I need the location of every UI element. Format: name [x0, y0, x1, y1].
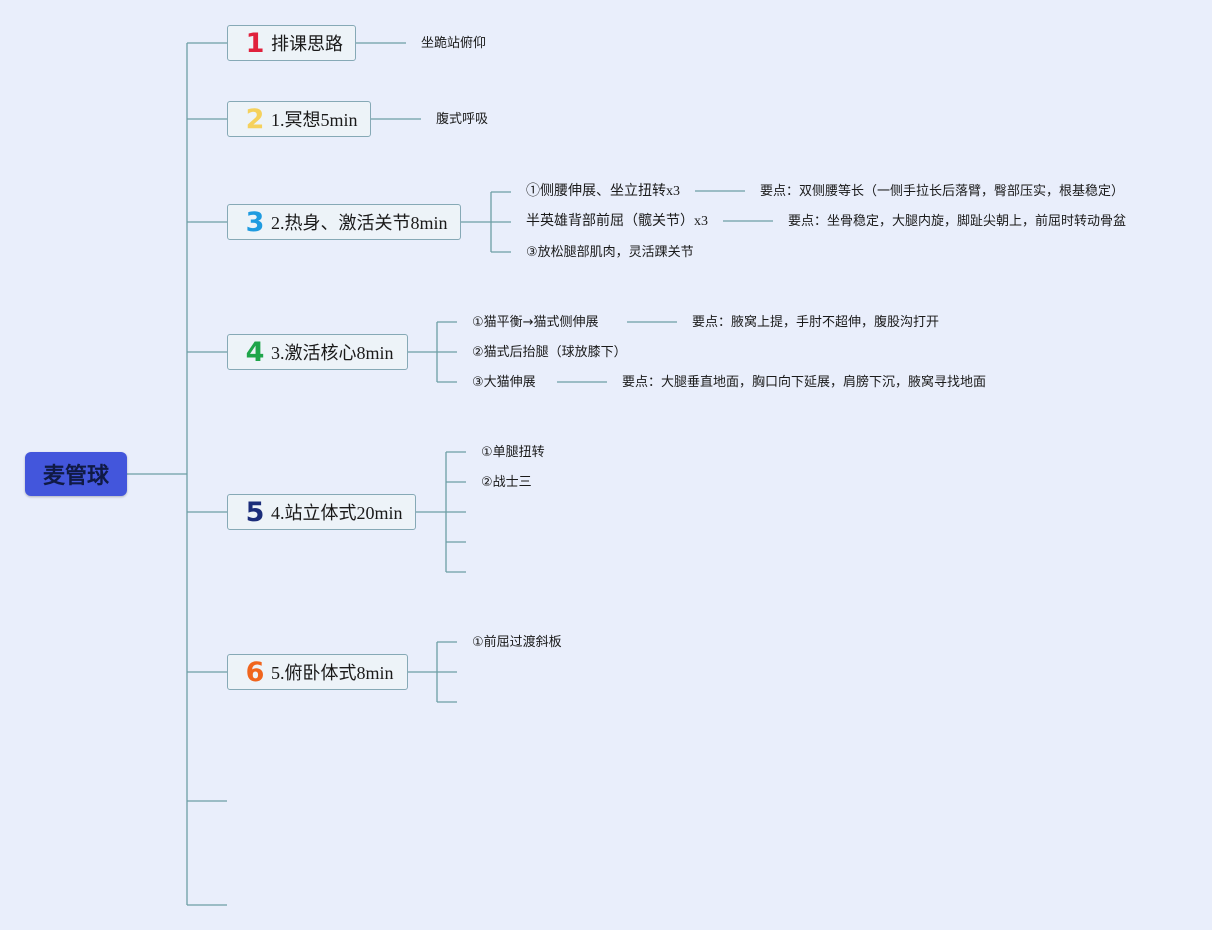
number-5-icon: 5 [245, 496, 265, 528]
number-1-icon: 1 [245, 27, 265, 59]
topic-standing[interactable]: 5 4.站立体式20min [227, 494, 416, 530]
number-3-icon: 3 [245, 206, 265, 238]
subtopic-big-cat[interactable]: ③大猫伸展 [472, 375, 536, 390]
number-4-icon: 4 [245, 336, 265, 368]
topic-prone[interactable]: 6 5.俯卧体式8min [227, 654, 408, 690]
note-meditation[interactable]: 腹式呼吸 [436, 112, 489, 127]
topic-meditation[interactable]: 2 1.冥想5min [227, 101, 371, 137]
subtopic-warrior-three[interactable]: ②战士三 [481, 475, 532, 490]
topic-course-plan[interactable]: 1 排课思路 [227, 25, 356, 61]
topic-label: 排课思路 [271, 34, 343, 54]
subtopic-relax-legs[interactable]: ③放松腿部肌肉，灵活踝关节 [526, 245, 694, 260]
topic-warmup[interactable]: 3 2.热身、激活关节8min [227, 204, 461, 240]
number-6-icon: 6 [245, 656, 265, 688]
subtopic-side-stretch[interactable]: ①侧腰伸展、坐立扭转x3 [526, 184, 680, 199]
subtopic-cat-leg-lift[interactable]: ②猫式后抬腿（球放膝下） [472, 345, 627, 360]
note-side-stretch[interactable]: 要点：双侧腰等长（一侧手拉长后落臂，臀部压实，根基稳定） [760, 184, 1125, 199]
note-cat-balance[interactable]: 要点：腋窝上提，手肘不超伸，腹股沟打开 [692, 315, 940, 330]
topic-core[interactable]: 4 3.激活核心8min [227, 334, 408, 370]
note-half-hero[interactable]: 要点：坐骨稳定，大腿内旋，脚趾尖朝上，前屈时转动骨盆 [788, 214, 1127, 229]
topic-label: 2.热身、激活关节8min [271, 213, 448, 233]
number-2-icon: 2 [245, 103, 265, 135]
root-label: 麦管球 [42, 464, 109, 489]
subtopic-half-hero[interactable]: 半英雄背部前屈（髋关节）x3 [526, 214, 708, 229]
topic-label: 3.激活核心8min [271, 343, 394, 363]
note-big-cat[interactable]: 要点：大腿垂直地面，胸口向下延展，肩膀下沉，腋窝寻找地面 [622, 375, 987, 390]
subtopic-cat-balance[interactable]: ①猫平衡→猫式侧伸展 [472, 315, 599, 330]
topic-label: 1.冥想5min [271, 110, 358, 130]
root-topic[interactable]: 麦管球 [25, 452, 127, 496]
subtopic-forward-fold-plank[interactable]: ①前屈过渡斜板 [472, 635, 562, 650]
note-course-plan[interactable]: 坐跪站俯仰 [421, 36, 487, 51]
subtopic-single-leg-twist[interactable]: ①单腿扭转 [481, 445, 545, 460]
topic-label: 5.俯卧体式8min [271, 663, 394, 683]
topic-label: 4.站立体式20min [271, 503, 403, 523]
